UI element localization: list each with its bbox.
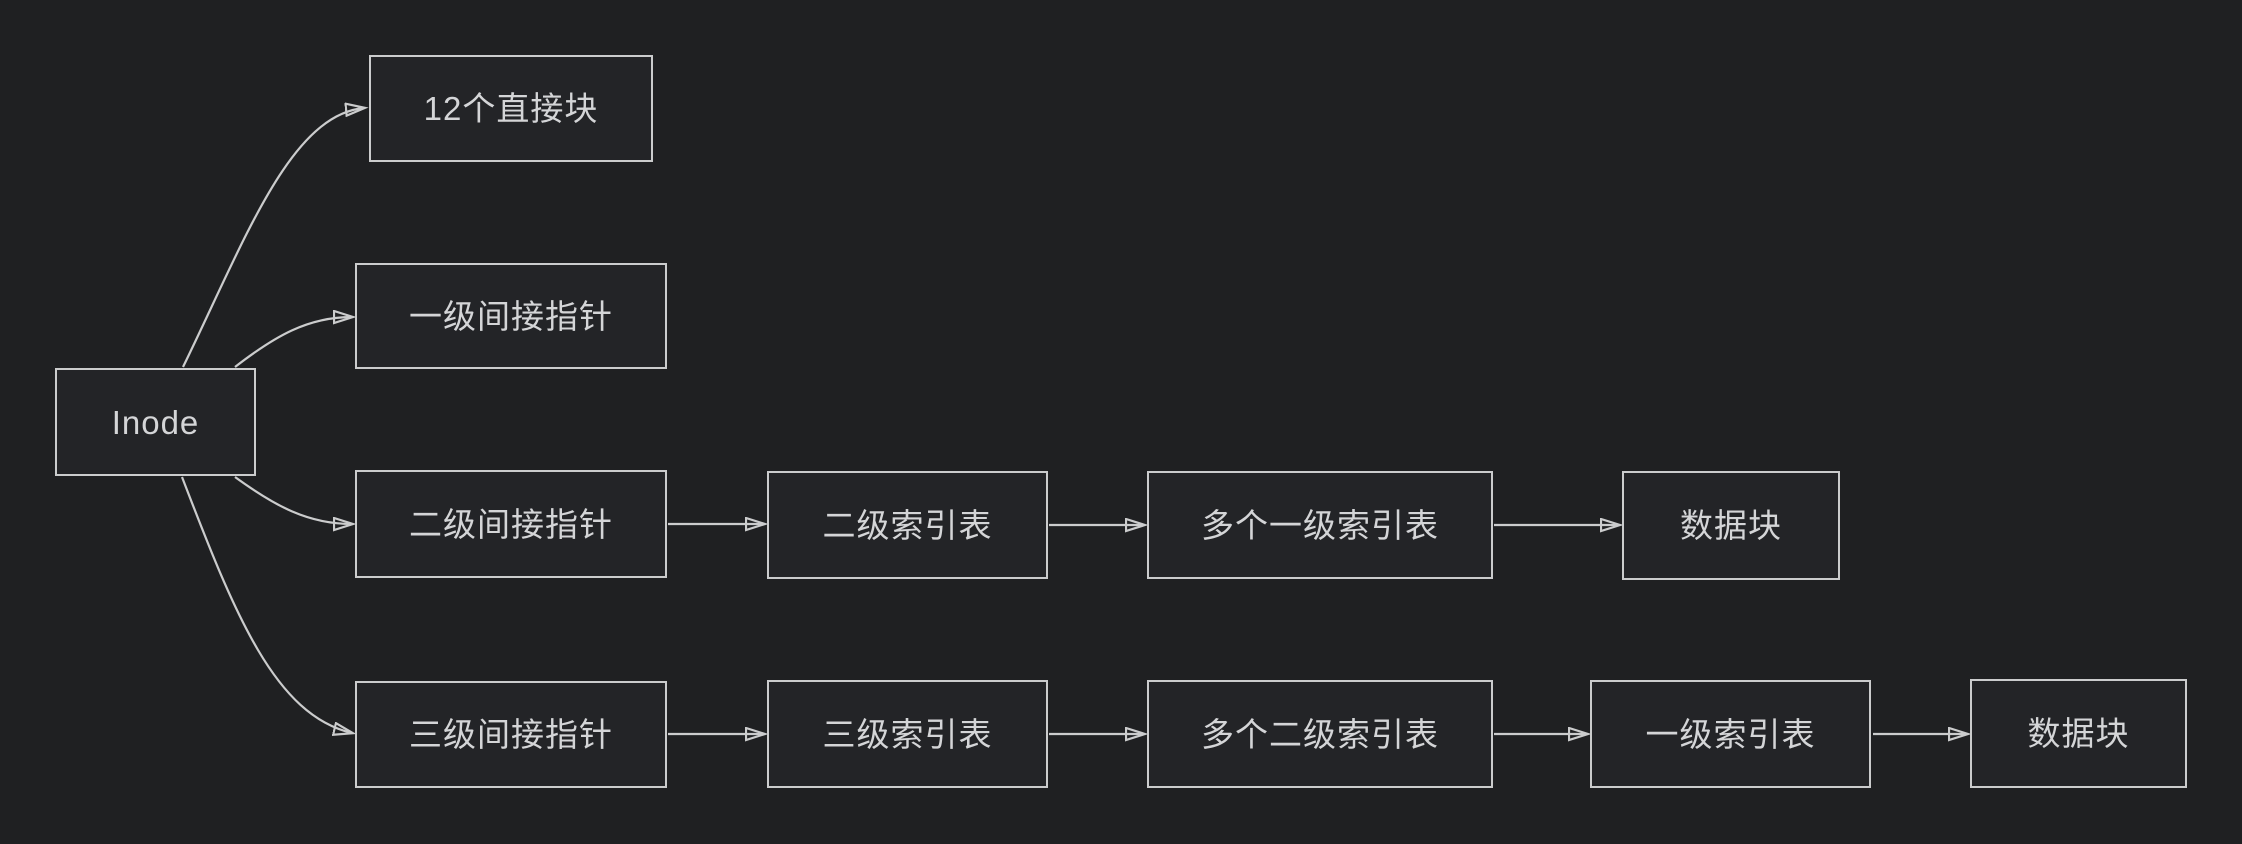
node-label: 二级间接指针 [409,505,613,543]
edge-inode-to-double-indirect-pointer [234,476,352,524]
node-single-indirect-pointer: 一级间接指针 [355,263,667,369]
node-multiple-single-index-tables: 多个一级索引表 [1147,471,1493,579]
node-data-block-row4: 数据块 [1970,679,2187,788]
node-label: 一级间接指针 [409,297,613,335]
node-label: 三级间接指针 [409,716,613,753]
node-label: 数据块 [2027,715,2130,752]
node-single-index-table: 一级索引表 [1590,680,1871,788]
edge-inode-to-direct-blocks [182,108,364,368]
node-direct-blocks: 12个直接块 [369,55,653,162]
node-label: 多个一级索引表 [1201,506,1439,544]
node-triple-index-table: 三级索引表 [767,680,1048,788]
node-inode: Inode [55,368,256,476]
node-label: 三级索引表 [822,715,993,753]
node-double-indirect-pointer: 二级间接指针 [355,470,667,578]
edge-inode-to-single-indirect-pointer [234,317,352,368]
node-label: 12个直接块 [423,90,599,127]
node-label: 二级索引表 [822,506,993,544]
node-label: 多个二级索引表 [1201,715,1439,753]
node-label: Inode [111,403,200,441]
node-multiple-double-index-tables: 多个二级索引表 [1147,680,1493,788]
node-triple-indirect-pointer: 三级间接指针 [355,681,667,788]
node-double-index-table: 二级索引表 [767,471,1048,579]
node-label: 数据块 [1680,507,1782,544]
node-data-block-row3: 数据块 [1622,471,1840,580]
node-label: 一级索引表 [1645,715,1816,753]
edge-inode-to-triple-indirect-pointer [180,476,352,733]
